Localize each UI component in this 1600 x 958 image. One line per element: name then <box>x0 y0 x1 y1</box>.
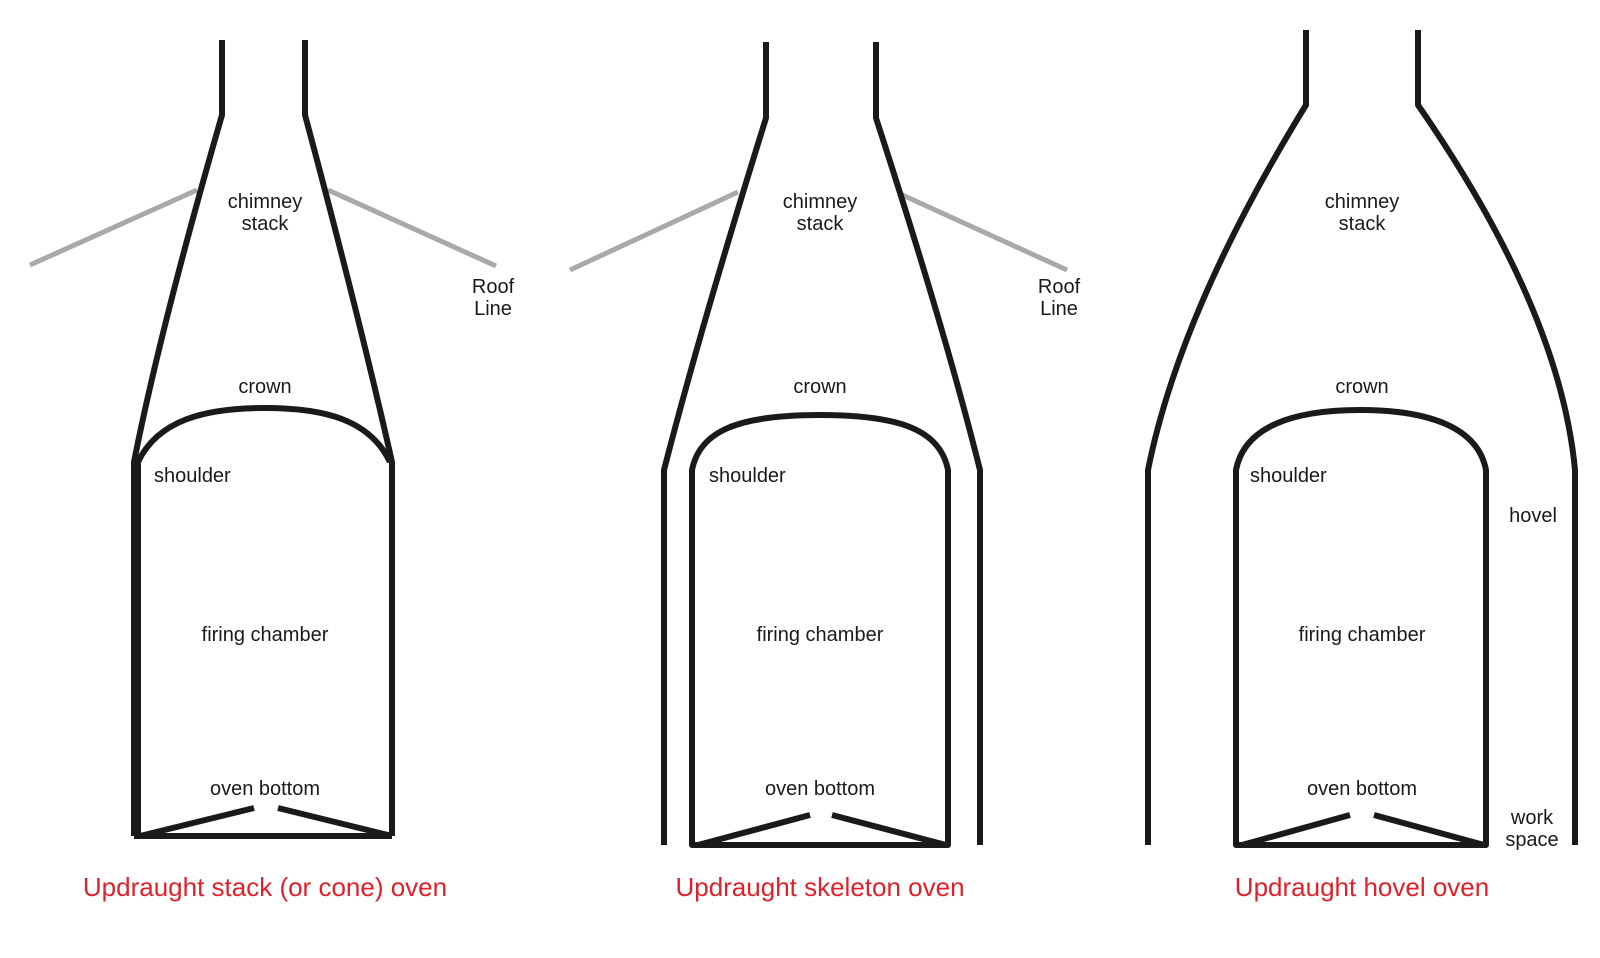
roof-line-right <box>326 187 498 269</box>
chimney-label-line1: chimney <box>783 191 857 213</box>
oven-bottom-right <box>277 805 393 839</box>
roof-label-line1: Roof <box>472 276 515 298</box>
chimney-wall-right <box>302 40 395 836</box>
diagram-title-skeleton: Updraught skeleton oven <box>675 872 964 902</box>
chimney-label-line1: chimney <box>228 191 302 213</box>
shoulder-label: shoulder <box>154 465 231 487</box>
chimney-wall-left <box>131 40 225 836</box>
firing-chamber-outline <box>135 405 393 836</box>
shoulder-label: shoulder <box>709 465 786 487</box>
diagram-title-hovel: Updraught hovel oven <box>1235 872 1489 902</box>
firing-chamber-outline <box>689 412 951 848</box>
crown-label: crown <box>793 376 846 398</box>
chimney-label-line2: stack <box>797 213 845 235</box>
hovel-wall-left <box>1145 30 1309 845</box>
oven-bottom-label: oven bottom <box>765 778 875 800</box>
chimney-wall-left <box>661 42 769 845</box>
chimney-label-line2: stack <box>242 213 290 235</box>
roof-line-right <box>896 190 1069 273</box>
oven-bottom-left <box>697 812 811 848</box>
oven-bottom-right <box>1373 812 1485 848</box>
hovel-wall-right <box>1415 30 1578 845</box>
roof-label-line2: Line <box>474 298 512 320</box>
roof-label-line2: Line <box>1040 298 1078 320</box>
chimney-label-line2: stack <box>1339 213 1387 235</box>
hovel-oven-diagram: chimney stack crown shoulder hovel firin… <box>1145 30 1578 902</box>
oven-bottom-left <box>139 805 255 839</box>
roof-label-line1: Roof <box>1038 276 1081 298</box>
oven-bottom-right <box>831 812 947 848</box>
firing-chamber-label: firing chamber <box>757 624 884 646</box>
oven-bottom-label: oven bottom <box>210 778 320 800</box>
work-space-label-line2: space <box>1505 829 1558 851</box>
chimney-label-line1: chimney <box>1325 191 1399 213</box>
firing-chamber-outline <box>1233 407 1489 848</box>
firing-chamber-label: firing chamber <box>202 624 329 646</box>
oven-bottom-label: oven bottom <box>1307 778 1417 800</box>
roof-line-left <box>28 187 199 268</box>
hovel-label: hovel <box>1509 505 1557 527</box>
work-space-label-line1: work <box>1510 807 1554 829</box>
shoulder-label: shoulder <box>1250 465 1327 487</box>
crown-label: crown <box>1335 376 1388 398</box>
diagram-title-stack: Updraught stack (or cone) oven <box>83 872 447 902</box>
firing-chamber-label: firing chamber <box>1299 624 1426 646</box>
oven-bottom-left <box>1241 812 1351 848</box>
chimney-wall-right <box>873 42 983 845</box>
roof-line-left <box>568 189 740 273</box>
stack-oven-diagram: chimney stack Roof Line crown shoulder f… <box>28 40 515 902</box>
skeleton-oven-diagram: chimney stack Roof Line crown shoulder f… <box>568 42 1081 902</box>
crown-label: crown <box>238 376 291 398</box>
